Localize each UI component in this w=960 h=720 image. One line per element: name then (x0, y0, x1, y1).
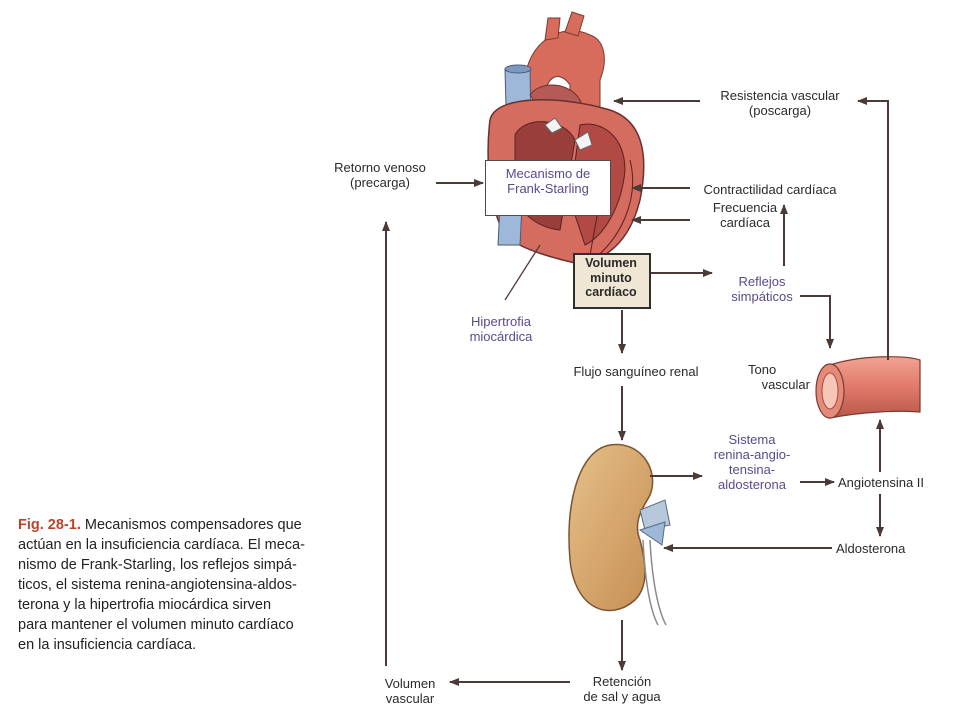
label-volumen-vascular: Volumen vascular (384, 676, 436, 706)
caption-line-7: en la insuficiencia cardíaca. (18, 637, 197, 653)
retorno-line1: Retorno venoso (334, 160, 426, 175)
label-angiotensina: Angiotensina II (838, 475, 925, 490)
figure-number: Fig. 28-1. (18, 517, 81, 533)
caption-line-1: Fig. 28-1. Mecanismos compensadores que (18, 517, 302, 533)
arrow-tono-to-resistencia (857, 97, 889, 360)
hipertrofia-pointer (504, 244, 541, 301)
label-tono-vascular: Tono vascular (748, 362, 810, 392)
label-volumen-minuto: Volumen minuto cardíaco (585, 256, 637, 299)
caption-line-6: para mantener el volumen minuto cardíaco (18, 617, 294, 633)
label-sistema-renina: Sistema renina-angio- tensina- aldostero… (713, 432, 791, 492)
caption-line-5: terona y la hipertrofia miocárdica sirve… (18, 597, 272, 613)
figure-caption: Fig. 28-1. Mecanismos compensadores que … (18, 515, 348, 655)
frank-starling-box (485, 160, 611, 216)
arrow-reflejos-to-tono (800, 295, 834, 349)
frank-line2: Frank-Starling (507, 181, 589, 196)
resistencia-line1: Resistencia vascular (720, 88, 840, 103)
frecuencia-line2: cardíaca (720, 215, 770, 230)
flow-arrows (382, 97, 889, 686)
vessel-illustration (815, 356, 921, 419)
label-contractilidad: Contractilidad cardíaca (703, 182, 837, 197)
kidney-illustration (568, 443, 671, 626)
label-flujo-renal: Flujo sanguíneo renal (573, 364, 699, 379)
caption-line-3: nismo de Frank-Starling, los reflejos si… (18, 557, 297, 573)
label-frank-starling: Mecanismo de Frank-Starling (486, 166, 610, 196)
caption-line-2: actúan en la insuficiencia cardíaca. El … (18, 537, 305, 553)
caption-line-4: ticos, el sistema renina-angiotensina-al… (18, 577, 297, 593)
frank-line1: Mecanismo de (505, 166, 591, 181)
heart-illustration (487, 11, 645, 266)
volumen-minuto-box (573, 253, 651, 309)
label-retencion: Retención de sal y agua (583, 674, 661, 704)
label-resistencia-vascular: Resistencia vascular (poscarga) (700, 88, 860, 118)
resistencia-line2: (poscarga) (748, 103, 812, 118)
label-frecuencia: Frecuencia cardíaca (690, 200, 800, 230)
frecuencia-line1: Frecuencia (712, 200, 778, 215)
label-aldosterona: Aldosterona (836, 541, 906, 556)
retorno-line2: (precarga) (350, 175, 410, 190)
label-retorno-venoso: Retorno venoso (precarga) (326, 160, 434, 190)
label-reflejos-simpaticos: Reflejos simpáticos (731, 274, 793, 304)
label-hipertrofia: Hipertrofia miocárdica (469, 314, 533, 344)
